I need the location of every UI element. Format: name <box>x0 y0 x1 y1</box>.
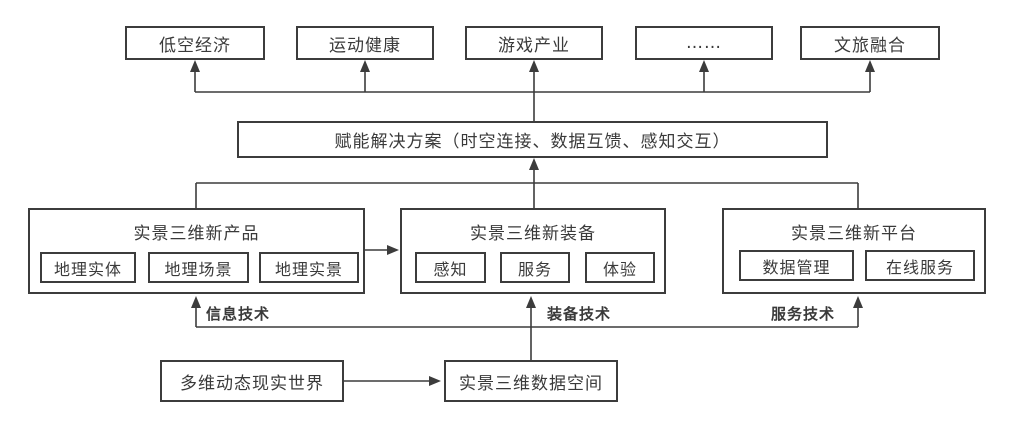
node-multidim-real-world: 多维动态现实世界 <box>160 360 344 402</box>
pillar-3d-products-title: 实景三维新产品 <box>133 224 260 244</box>
pillar-3d-equipment-title: 实景三维新装备 <box>470 224 596 244</box>
node-3d-data-space: 实景三维数据空间 <box>444 360 618 402</box>
node-empowerment-solution: 赋能解决方案（时空连接、数据互馈、感知交互） <box>237 121 828 158</box>
node-ellipsis: …… <box>635 26 773 60</box>
pillar-3d-equipment: 实景三维新装备 感知 服务 体验 <box>400 208 666 294</box>
label-information-technology: 信息技术 <box>206 305 271 323</box>
chip-perception: 感知 <box>415 252 486 283</box>
chip-experience: 体验 <box>585 252 655 283</box>
label-service-technology: 服务技术 <box>771 305 836 323</box>
chip-data-management: 数据管理 <box>739 250 854 281</box>
chip-geo-scene: 地理场景 <box>148 252 249 283</box>
node-gaming-industry: 游戏产业 <box>465 26 603 60</box>
pillar-3d-platform-title: 实景三维新平台 <box>791 224 917 244</box>
node-sports-health: 运动健康 <box>296 26 434 60</box>
chip-online-service: 在线服务 <box>865 250 975 281</box>
chip-geo-entity: 地理实体 <box>40 252 136 283</box>
pillar-3d-platform: 实景三维新平台 数据管理 在线服务 <box>722 208 986 294</box>
node-low-altitude-economy: 低空经济 <box>125 26 265 60</box>
pillar-3d-products: 实景三维新产品 地理实体 地理场景 地理实景 <box>28 208 365 294</box>
chip-service: 服务 <box>500 252 570 283</box>
label-equipment-technology: 装备技术 <box>547 305 612 323</box>
chip-geo-realscene: 地理实景 <box>259 252 359 283</box>
node-culture-tourism: 文旅融合 <box>800 26 940 60</box>
